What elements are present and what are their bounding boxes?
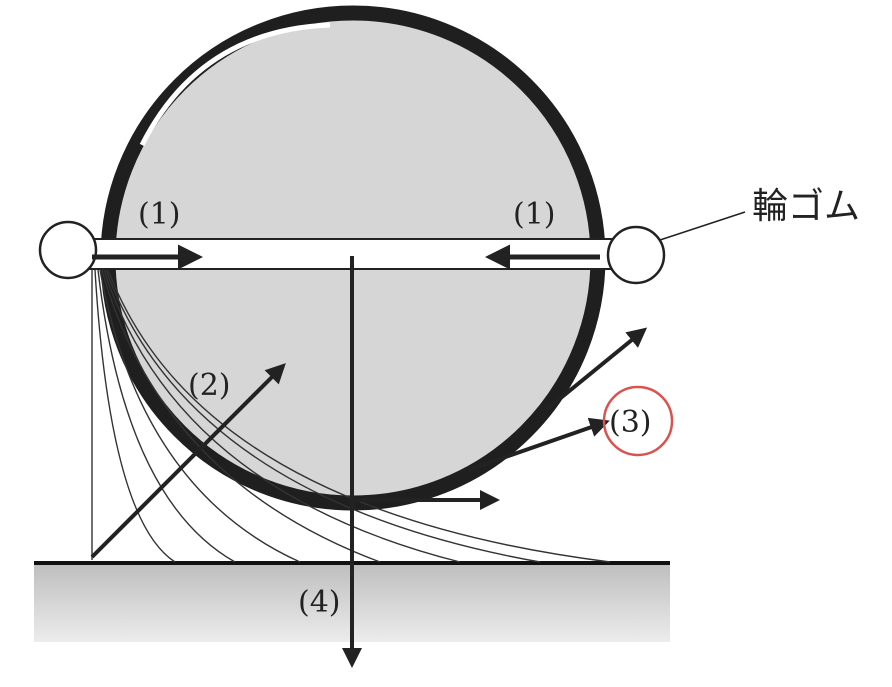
force1-left-label: (1): [138, 197, 181, 232]
force2-label: (2): [188, 368, 231, 403]
right-knob: [606, 225, 666, 285]
left-knob: [38, 220, 98, 280]
force3-label: (3): [609, 405, 652, 440]
force3-highlight: [602, 385, 674, 457]
rubber-band-leader: [659, 211, 746, 241]
force1-right-label: (1): [513, 197, 556, 232]
force3-arrow-top: [544, 327, 648, 412]
force3-arrow-mid: [467, 417, 610, 472]
rubber-band-label: 輪ゴム: [752, 186, 860, 227]
force4-label: (4): [298, 585, 341, 620]
ring-gap: [139, 22, 331, 147]
force2-arrow: [90, 363, 286, 559]
